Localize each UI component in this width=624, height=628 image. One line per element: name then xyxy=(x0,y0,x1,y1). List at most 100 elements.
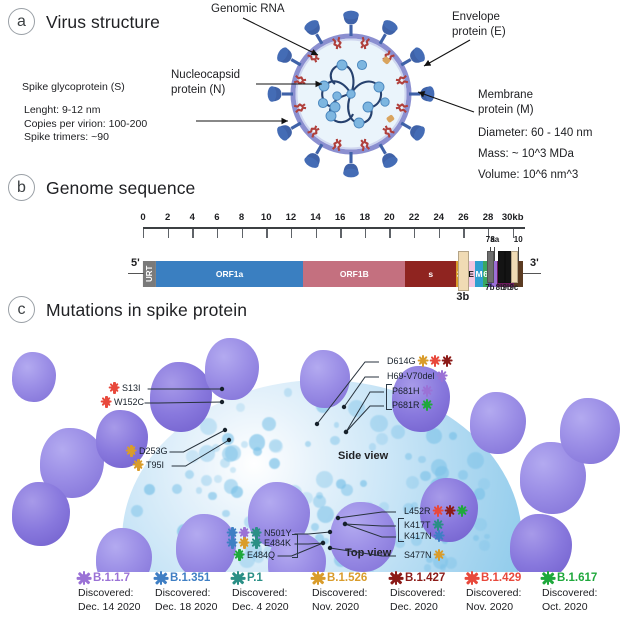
spike-trimer xyxy=(176,514,236,572)
leader-line xyxy=(316,361,379,425)
panel-a-letter: a xyxy=(8,8,35,35)
panel-c-letter-badge: c xyxy=(8,296,35,323)
gene-segment-s: s xyxy=(405,261,456,287)
spike-trimer xyxy=(510,514,572,572)
mutation-label: D614G xyxy=(387,356,416,366)
mutation-label: E484Q xyxy=(247,550,276,560)
mutation-label: D253G xyxy=(139,446,168,456)
callout-brace xyxy=(386,384,392,410)
mutation-label: K417N xyxy=(404,531,432,541)
axis-tick-label: 28 xyxy=(482,211,494,223)
virus-marker-icon xyxy=(233,549,246,561)
virus-marker-icon xyxy=(153,570,169,586)
mutation-callout-l452r: L452R xyxy=(404,505,468,517)
surface-bump xyxy=(315,491,323,499)
virus-marker-icon xyxy=(388,570,404,586)
surface-bump xyxy=(131,504,143,517)
gene-segment-8a xyxy=(492,261,498,287)
surface-bump xyxy=(241,440,248,448)
surface-bump xyxy=(248,434,266,451)
axis-tick xyxy=(315,228,317,238)
legend-discovered-date: Dec. 4 2020 xyxy=(232,600,289,613)
mutation-label: S477N xyxy=(404,550,432,560)
virion-stat-diameter: Diameter: 60 - 140 nm xyxy=(478,127,593,139)
surface-bump xyxy=(479,540,490,551)
virus-marker-icon xyxy=(417,355,429,367)
spike-trimer xyxy=(470,392,526,454)
spike-trimer xyxy=(150,362,212,432)
axis-tick-label: 10 xyxy=(260,211,272,223)
mutation-label: T95I xyxy=(146,460,165,470)
axis-tick xyxy=(512,228,515,238)
legend-variant-name: B.1.429 xyxy=(481,572,522,584)
surface-bump xyxy=(458,470,469,481)
mutation-callout-p681r: P681R xyxy=(392,399,433,411)
virion-stat-mass: Mass: ~ 10^3 MDa xyxy=(478,148,574,160)
axis-tick-label: 12 xyxy=(285,211,297,223)
axis-tick-label: 20 xyxy=(384,211,395,223)
surface-bump xyxy=(316,471,334,489)
label-membrane-line1: Membrane xyxy=(478,89,533,101)
surface-bump xyxy=(379,502,389,512)
surface-bump xyxy=(336,478,346,489)
virus-marker-icon xyxy=(125,445,138,457)
surface-bump xyxy=(311,523,320,532)
virus-svg xyxy=(266,9,436,179)
leader-line xyxy=(277,542,324,557)
three-prime-tail xyxy=(523,273,541,275)
legend-discovered-label: Discovered: xyxy=(155,587,211,599)
virus-marker-icon xyxy=(230,570,246,586)
legend-head: B.1.526 xyxy=(310,570,367,586)
label-three-prime: 3' xyxy=(530,257,539,269)
surface-bump xyxy=(314,533,324,543)
virus-marker-icon xyxy=(464,570,480,586)
gene-callout-label-7a: 7a xyxy=(485,235,495,244)
axis-tick xyxy=(463,228,465,238)
surface-bump xyxy=(195,487,202,494)
five-prime-tail xyxy=(128,273,144,275)
legend-variant-name: B.1.1.7 xyxy=(93,572,131,584)
leader-anchor-dot xyxy=(327,529,333,535)
leader-line xyxy=(344,523,396,538)
gene-drop-label-7b: 7b xyxy=(485,283,495,292)
surface-bump xyxy=(236,402,246,412)
leader-line xyxy=(329,547,396,557)
callout-brace xyxy=(398,518,404,542)
axis-tick-label: 26 xyxy=(458,211,469,223)
surface-bump xyxy=(418,455,426,464)
label-envelope-line2: protein (E) xyxy=(452,26,506,38)
surface-bump xyxy=(144,484,156,495)
surface-bump xyxy=(223,479,239,494)
surface-bump xyxy=(200,417,217,435)
leader-line xyxy=(171,439,230,467)
label-nucleocapsid-line2: protein (N) xyxy=(171,84,226,96)
legend-head: B.1.351 xyxy=(153,570,217,586)
legend-discovered-label: Discovered: xyxy=(542,587,598,599)
surface-bump xyxy=(214,475,222,483)
mutation-callout-d614g: D614G xyxy=(387,355,453,367)
spike-glycoprotein-stats: Lenght: 9-12 nm Copies per virion: 100-2… xyxy=(24,104,147,145)
panel-b-letter-badge: b xyxy=(8,174,35,201)
genome-axis-line xyxy=(143,227,525,229)
callout-brace xyxy=(292,534,298,558)
legend-head: B.1.427 xyxy=(388,570,445,586)
panel-b-letter: b xyxy=(8,174,35,201)
label-envelope-protein: Envelope protein (E) xyxy=(452,10,506,40)
label-envelope-line1: Envelope xyxy=(452,11,500,23)
mutation-label: E484K xyxy=(264,538,292,548)
leader-anchor-dot xyxy=(314,421,320,427)
virus-marker-icon xyxy=(250,537,263,549)
spike-trimer xyxy=(300,350,350,408)
legend-discovered-block: Discovered:Nov. 2020 xyxy=(466,587,521,614)
surface-bump xyxy=(426,427,443,444)
spike-trimer xyxy=(96,410,148,468)
